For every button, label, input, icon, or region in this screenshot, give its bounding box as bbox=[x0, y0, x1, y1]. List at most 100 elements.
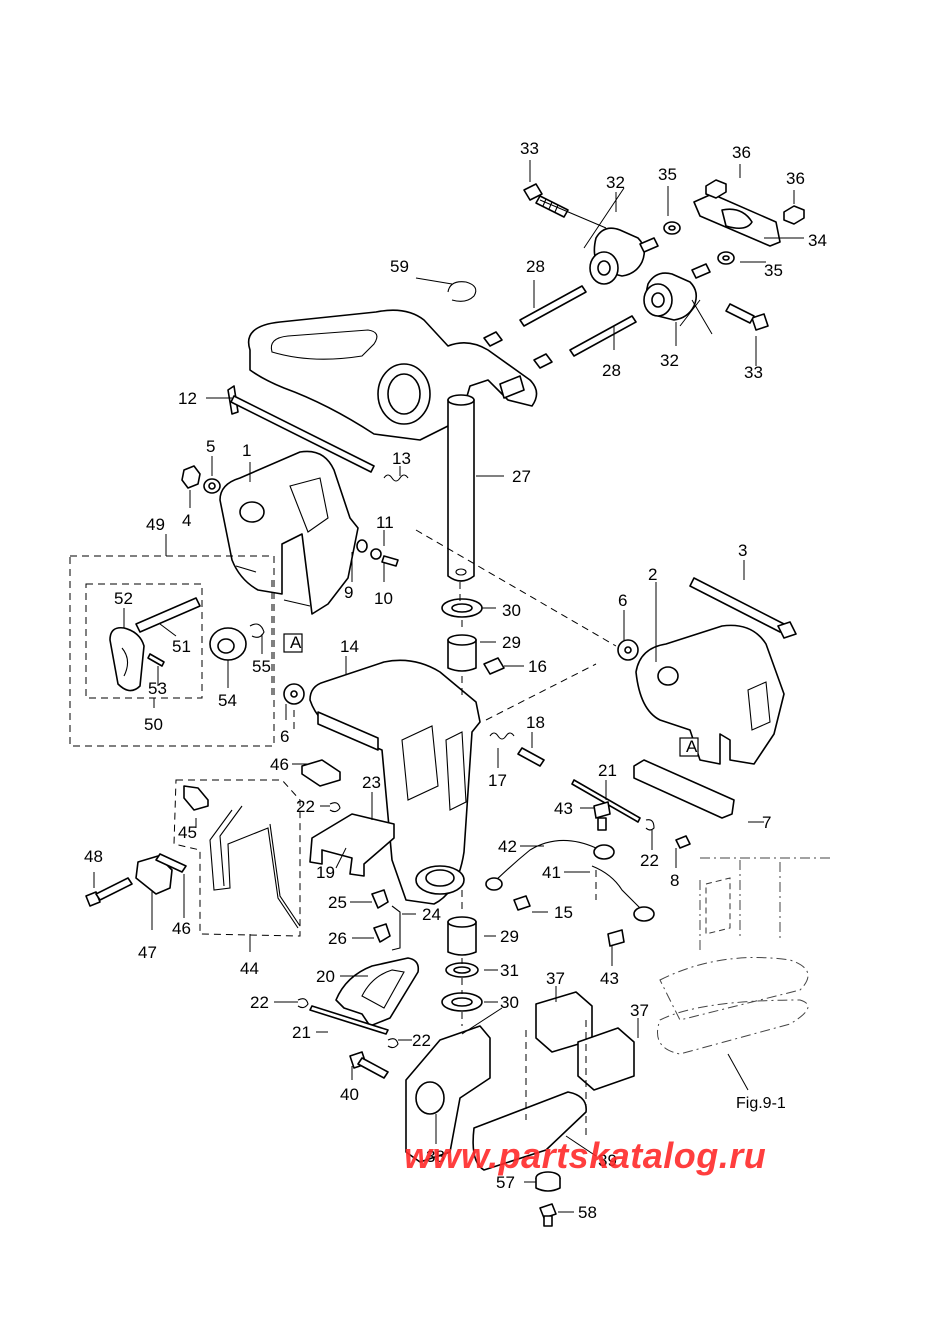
part-1-clamp-bracket-left bbox=[219, 450, 359, 615]
section-marker-A-left-label: A bbox=[290, 633, 302, 652]
part-32-mount-rubber-upper bbox=[589, 227, 659, 285]
callout-11: 11 bbox=[376, 513, 394, 532]
callout-43-upper: 43 bbox=[554, 799, 573, 818]
callout-9: 9 bbox=[344, 583, 353, 602]
callout-36-right: 36 bbox=[786, 169, 805, 188]
callout-17: 17 bbox=[488, 771, 507, 790]
part-6-washer-right bbox=[617, 639, 639, 661]
callout-14: 14 bbox=[340, 637, 359, 656]
part-25-clip bbox=[371, 889, 389, 909]
part-17-spring-18-bolt bbox=[489, 732, 545, 767]
part-36-nut bbox=[705, 179, 805, 225]
part-51-bolt bbox=[135, 597, 201, 633]
callout-20: 20 bbox=[316, 967, 335, 986]
part-29-bushing-lower bbox=[447, 916, 477, 956]
part-steering-arm-swivel bbox=[247, 309, 553, 441]
part-35-washer bbox=[663, 221, 735, 265]
callout-39: 39 bbox=[598, 1151, 617, 1170]
part-2-clamp-bracket-right bbox=[635, 624, 785, 765]
callout-34: 34 bbox=[808, 231, 827, 250]
callout-33-top: 33 bbox=[520, 139, 539, 158]
callout-6-left: 6 bbox=[280, 727, 289, 746]
callout-31: 31 bbox=[500, 961, 519, 980]
part-21-pin-upper bbox=[571, 779, 641, 823]
callout-46-lower: 46 bbox=[172, 919, 191, 938]
callout-28-upper: 28 bbox=[526, 257, 545, 276]
part-39-lower-cover bbox=[472, 1091, 587, 1171]
part-59-circlip bbox=[447, 281, 477, 302]
part-22-clip-mid bbox=[329, 802, 341, 813]
part-33-bolt-right bbox=[725, 303, 769, 331]
part-46-grip bbox=[301, 759, 341, 787]
part-53-pin bbox=[147, 653, 165, 667]
part-43-bolt-lower bbox=[607, 929, 625, 947]
part-30-thrust-washer-lower bbox=[441, 992, 483, 1012]
callout-24: 24 bbox=[422, 905, 441, 924]
callout-48: 48 bbox=[84, 847, 103, 866]
callout-1: 1 bbox=[242, 441, 251, 460]
callout-57: 57 bbox=[496, 1173, 515, 1192]
callout-8: 8 bbox=[670, 871, 679, 890]
part-13-spring bbox=[383, 474, 409, 482]
callout-55: 55 bbox=[252, 657, 271, 676]
part-22-clip-right bbox=[645, 819, 655, 831]
callout-51: 51 bbox=[172, 637, 191, 656]
part-26-clip bbox=[373, 923, 391, 943]
callout-18: 18 bbox=[526, 713, 545, 732]
callout-32-lower: 32 bbox=[660, 351, 679, 370]
part-29-bushing-upper bbox=[447, 634, 477, 672]
callout-26: 26 bbox=[328, 929, 347, 948]
figure-label: Fig.9-1 bbox=[736, 1095, 786, 1112]
callout-25: 25 bbox=[328, 893, 347, 912]
callout-45: 45 bbox=[178, 823, 197, 842]
callout-46-upper: 46 bbox=[270, 755, 289, 774]
callout-38: 38 bbox=[426, 1147, 445, 1166]
callout-44: 44 bbox=[240, 959, 259, 978]
callout-35-lower: 35 bbox=[764, 261, 783, 280]
callout-50: 50 bbox=[144, 715, 163, 734]
watermark-text: www.partskatalog.ru bbox=[404, 1135, 767, 1176]
callout-47: 47 bbox=[138, 943, 157, 962]
callout-3: 3 bbox=[738, 541, 747, 560]
leader-lines bbox=[93, 160, 804, 1213]
part-31-ring bbox=[445, 962, 479, 978]
part-54-knob bbox=[209, 627, 247, 661]
part-52-lever bbox=[109, 626, 145, 692]
section-marker-A-right bbox=[679, 737, 699, 757]
callout-6-right: 6 bbox=[618, 591, 627, 610]
callout-28-lower: 28 bbox=[602, 361, 621, 380]
callout-49: 49 bbox=[146, 515, 165, 534]
callout-42: 42 bbox=[498, 837, 517, 856]
callout-37-upper: 37 bbox=[546, 969, 565, 988]
part-24-rod bbox=[391, 905, 401, 951]
part-43-bolt-upper bbox=[593, 801, 611, 831]
callout-7: 7 bbox=[762, 813, 771, 832]
part-55-clip bbox=[249, 623, 265, 638]
part-14-swivel-bracket bbox=[309, 659, 481, 905]
callout-23: 23 bbox=[362, 773, 381, 792]
part-19-tilt-lock-lever bbox=[309, 813, 395, 877]
callout-58: 58 bbox=[578, 1203, 597, 1222]
assembly-49-box bbox=[69, 555, 275, 747]
section-marker-A-left bbox=[283, 633, 303, 653]
callout-4: 4 bbox=[182, 511, 191, 530]
callout-29-lower: 29 bbox=[500, 927, 519, 946]
callout-53: 53 bbox=[148, 679, 167, 698]
part-48-bolt bbox=[85, 877, 133, 907]
connection-lines bbox=[271, 529, 617, 1140]
callout-59: 59 bbox=[390, 257, 409, 276]
callout-52: 52 bbox=[114, 589, 133, 608]
part-38-lower-mount-housing bbox=[405, 1025, 491, 1163]
part-7-plate bbox=[633, 759, 735, 819]
part-37-rubber-blocks bbox=[535, 991, 635, 1091]
part-57-rubber bbox=[535, 1171, 561, 1192]
callout-2: 2 bbox=[648, 565, 657, 584]
reference-lower-unit-fig-9-1 bbox=[657, 857, 832, 1055]
part-32-mount-rubber-lower bbox=[643, 263, 711, 321]
part-9-10-11-small-bolts bbox=[356, 539, 399, 567]
callout-33-right: 33 bbox=[744, 363, 763, 382]
callout-37-lower: 37 bbox=[630, 1001, 649, 1020]
callout-19: 19 bbox=[316, 863, 335, 882]
callout-numbers: 33 32 35 36 36 34 35 59 28 28 32 33 12 1… bbox=[84, 139, 827, 1222]
callout-36-left: 36 bbox=[732, 143, 751, 162]
